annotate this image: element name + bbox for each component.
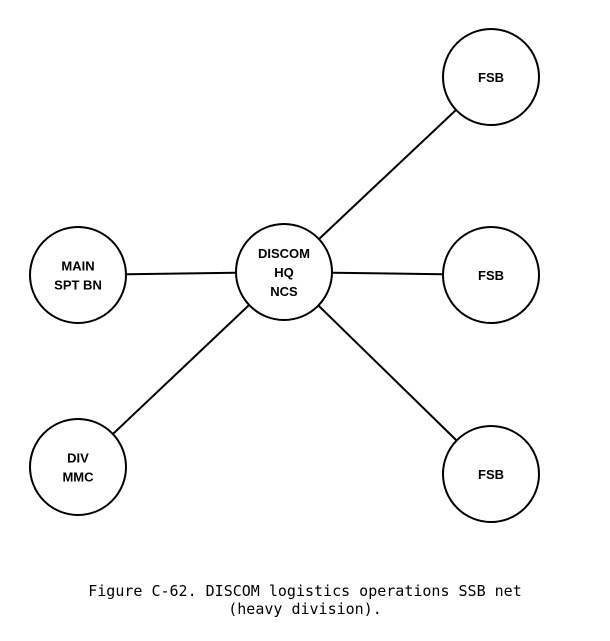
caption-line-2: (heavy division).: [228, 600, 382, 618]
discom-net-diagram: FSB MAIN SPT BN DISCOM HQ NCS FSB DIV MMC FSB: [29, 28, 540, 523]
node-label-discom-hq-ncs-line-2: HQ: [274, 265, 294, 280]
node-circle-discom-hq-ncs: [235, 223, 333, 321]
edge-main-spt-bn-to-discom-hq-ncs: [125, 271, 237, 276]
node-circle-div-mmc: [29, 418, 127, 516]
node-label-div-mmc-line-2: MMC: [62, 470, 94, 485]
node-circle-fsb-bottom: [442, 425, 540, 523]
node-circle-fsb-top: [442, 28, 540, 126]
caption-line-1: Figure C-62. DISCOM logistics operations…: [88, 582, 522, 600]
node-circle-fsb-middle: [442, 226, 540, 324]
node-circle-main-spt-bn: [29, 226, 127, 324]
node-label-discom-hq-ncs-line-1: DISCOM: [258, 246, 310, 261]
edge-discom-hq-ncs-to-fsb-bottom: [317, 304, 458, 442]
figure-caption: Figure C-62. DISCOM logistics operations…: [0, 582, 610, 618]
node-fsb-bottom: FSB: [442, 425, 540, 523]
edge-discom-hq-ncs-to-fsb-middle: [331, 271, 444, 276]
node-label-fsb-top-line-1: FSB: [478, 70, 504, 85]
node-div-mmc: DIV MMC: [29, 418, 127, 516]
node-label-main-spt-bn-line-1: MAIN: [61, 259, 94, 274]
node-label-fsb-bottom-line-1: FSB: [478, 467, 504, 482]
node-label-discom-hq-ncs-line-3: NCS: [270, 284, 298, 299]
nodes-layer: FSB MAIN SPT BN DISCOM HQ NCS FSB DIV MMC FSB: [29, 28, 540, 523]
node-fsb-top: FSB: [442, 28, 540, 126]
node-label-main-spt-bn-line-2: SPT BN: [54, 278, 102, 293]
edge-discom-hq-ncs-to-div-mmc: [112, 304, 250, 435]
node-main-spt-bn: MAIN SPT BN: [29, 226, 127, 324]
node-discom-hq-ncs: DISCOM HQ NCS: [235, 223, 333, 321]
edge-discom-hq-ncs-to-fsb-top: [318, 109, 457, 240]
node-label-div-mmc-line-1: DIV: [67, 451, 89, 466]
node-label-fsb-middle-line-1: FSB: [478, 268, 504, 283]
edges-layer: [112, 109, 458, 442]
node-fsb-middle: FSB: [442, 226, 540, 324]
